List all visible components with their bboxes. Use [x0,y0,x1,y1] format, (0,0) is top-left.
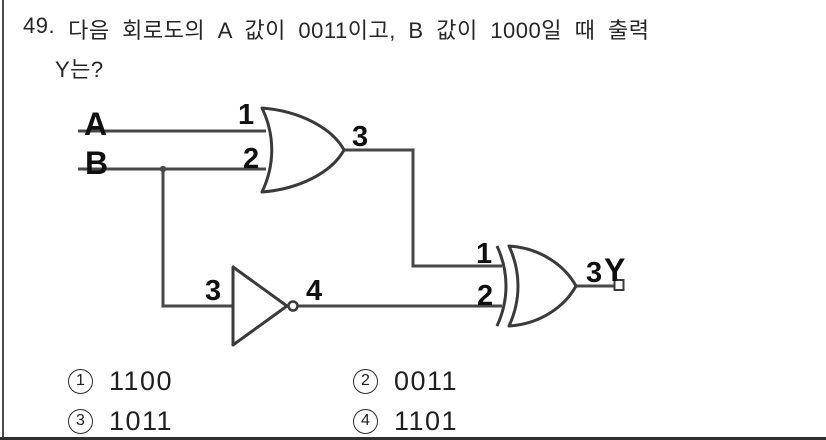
output-terminal-square [613,279,625,291]
question-block: 49. 다음 회로도의 A 값이 0011이고, B 값이 1000일 때 출력… [23,13,649,84]
pin-label-not-in: 3 [205,275,221,307]
answer-option-2[interactable]: 2 0011 [353,365,459,396]
wire-or-to-xor [344,148,502,268]
option-1-digit: 1 [76,372,85,389]
pin-label-not-out: 4 [306,275,322,307]
pin-label-or-in1: 1 [238,99,254,131]
label-output-y: Y [604,252,625,288]
page-left-border [2,0,4,440]
pin-label-xor-in2: 2 [477,280,493,312]
option-3-value: 1011 [109,405,174,436]
option-2-value: 0011 [394,365,459,396]
option-1-value: 1100 [109,365,174,396]
option-3-circle: 3 [68,408,93,434]
answer-option-4[interactable]: 4 1101 [353,405,459,436]
not-gate [231,265,289,347]
branch-junction-dot [159,165,167,173]
answer-option-1[interactable]: 1 1100 [68,365,174,396]
page-bottom-border [0,437,826,440]
label-input-a: A [84,106,107,142]
answer-option-3[interactable]: 3 1011 [68,405,174,436]
xor-gate-input-arc [495,245,508,327]
option-2-circle: 2 [353,368,378,394]
pin-label-xor-in1: 1 [476,238,492,270]
wire-b-branch [161,169,232,308]
pin-label-xor-out: 3 [586,257,602,289]
question-line1: 49. 다음 회로도의 A 값이 0011이고, B 값이 1000일 때 출력 [23,13,649,45]
question-text: 다음 회로도의 A 값이 0011이고, B 값이 1000일 때 출력 [68,18,650,43]
option-4-digit: 4 [361,412,370,429]
xor-gate [507,244,578,328]
option-3-digit: 3 [76,412,85,429]
or-gate [260,106,346,194]
label-input-b: B [85,145,108,181]
not-gate-bubble [287,300,299,312]
pin-label-or-in2: 2 [243,143,259,175]
question-number: 49. [23,13,56,38]
option-1-circle: 1 [68,368,93,394]
question-line2: Y는? [55,57,104,82]
option-4-value: 1101 [394,405,459,436]
option-4-circle: 4 [353,408,378,434]
option-2-digit: 2 [361,372,370,389]
pin-label-or-out: 3 [352,121,368,153]
